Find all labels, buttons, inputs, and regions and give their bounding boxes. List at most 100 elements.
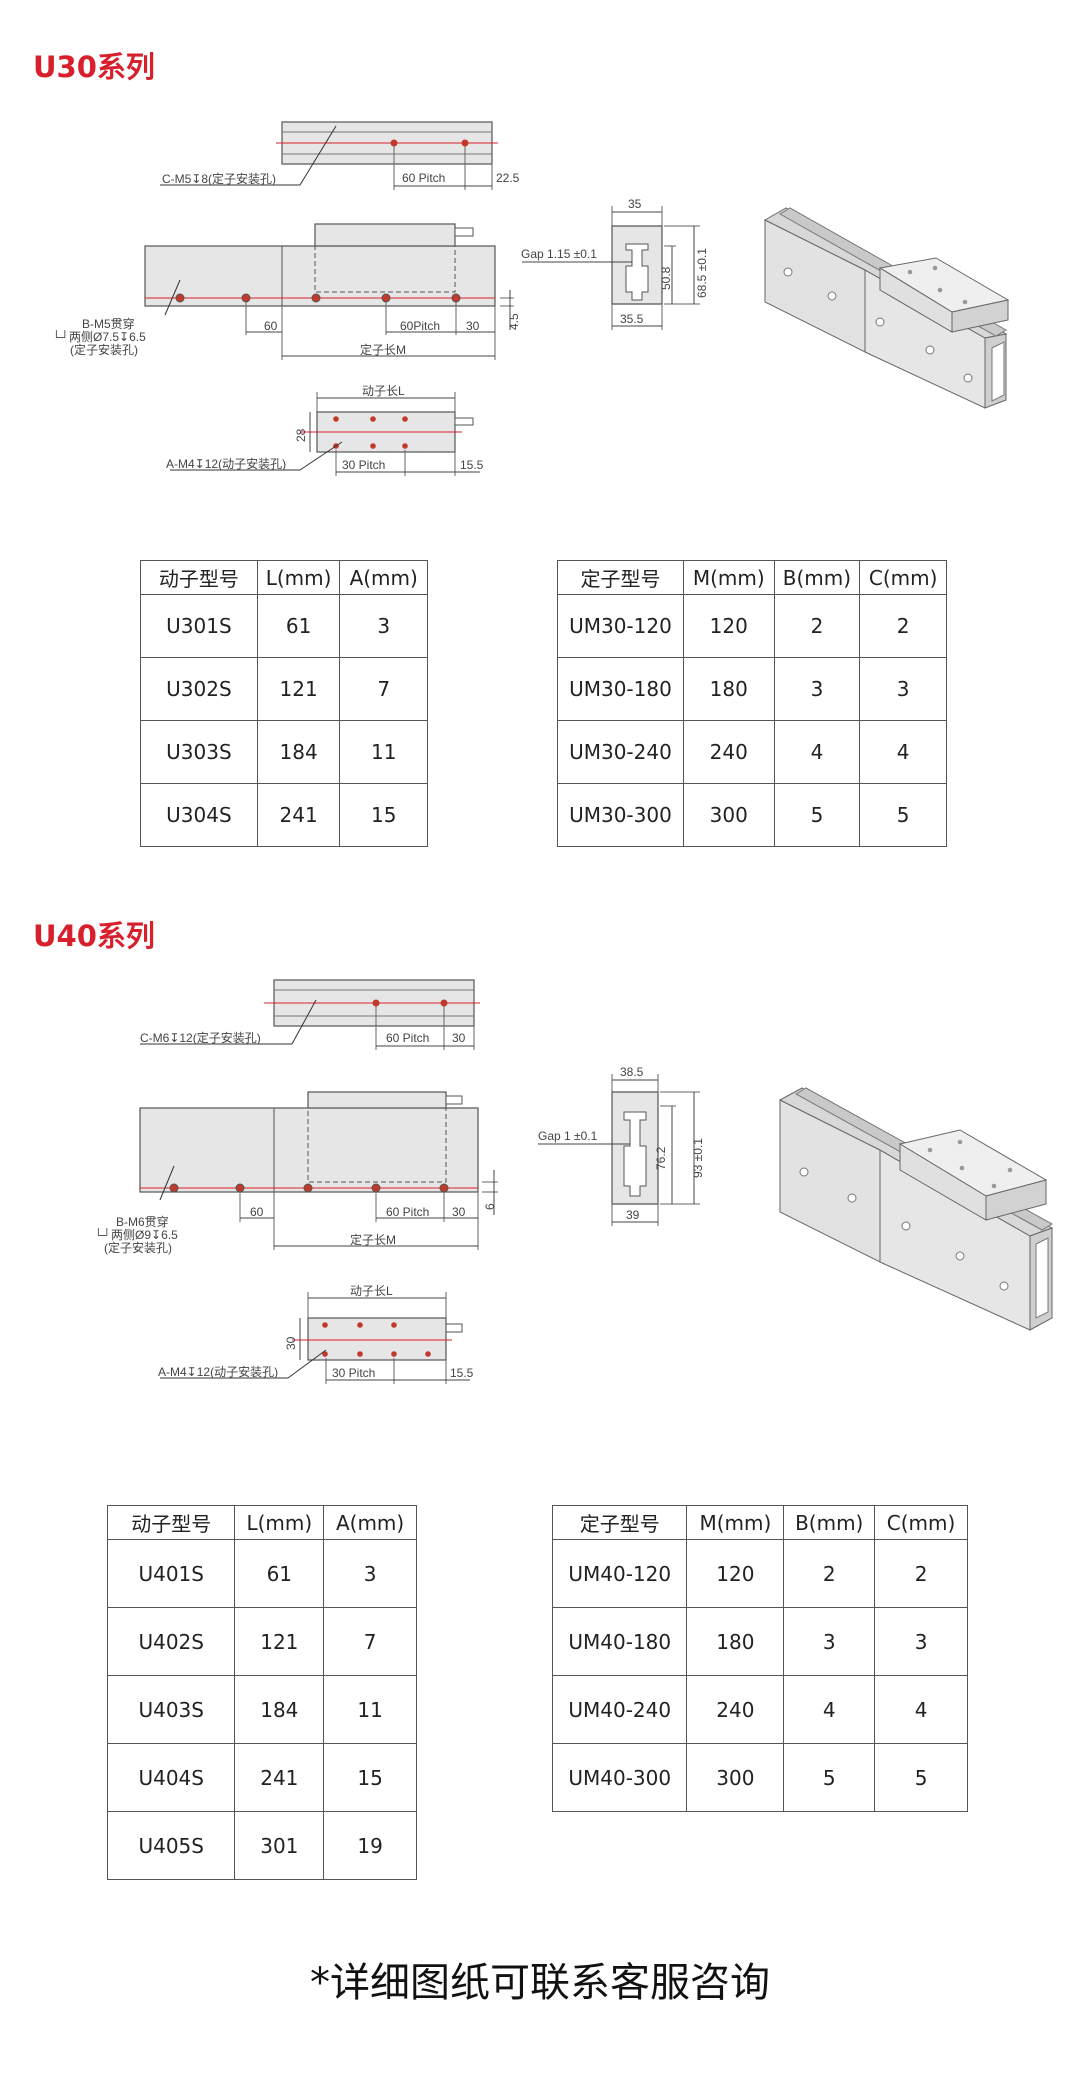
table-cell: 184	[256, 720, 341, 784]
u30-section-width-bot: 35.5	[620, 312, 644, 326]
table-row: UM40-300 300 5 5	[551, 1743, 968, 1812]
table-cell: 3	[783, 1607, 876, 1676]
table-cell: 7	[339, 657, 428, 721]
u30-mover-pitch: 30 Pitch	[342, 458, 385, 472]
table-header-cell: B(mm)	[773, 560, 861, 595]
u30-gap-label: Gap 1.15 ±0.1	[521, 247, 597, 261]
table-header-cell: L(mm)	[256, 560, 341, 595]
table-cell: UM40-240	[551, 1675, 688, 1744]
table-cell: UM30-240	[557, 720, 684, 784]
table-cell: 2	[783, 1539, 876, 1608]
table-cell: 4	[783, 1675, 876, 1744]
u40-a-hole-label: A-M4↧12(动子安装孔)	[158, 1364, 278, 1379]
table-cell: 3	[323, 1539, 417, 1608]
table-cell: 19	[323, 1811, 417, 1880]
table-cell: 5	[783, 1743, 876, 1812]
table-header-cell: 动子型号	[140, 560, 258, 595]
table-cell: 120	[686, 1539, 785, 1608]
u40-section-title: U40系列	[33, 919, 155, 953]
u40-section-width-bot: 39	[626, 1208, 640, 1222]
table-cell: 300	[686, 1743, 785, 1812]
table-header-row: 定子型号 M(mm) B(mm) C(mm)	[551, 1505, 968, 1540]
u30-a-hole-label: A-M4↧12(动子安装孔)	[166, 456, 286, 471]
u40-mid-pitch: 60 Pitch	[386, 1205, 429, 1219]
table-cell: U301S	[140, 594, 258, 658]
table-cell: U405S	[106, 1811, 236, 1880]
table-row: U301S 61 3	[140, 594, 428, 658]
u30-top-end: 22.5	[496, 171, 520, 185]
table-cell: 180	[686, 1607, 785, 1676]
u40-first-spacing: 60	[250, 1205, 264, 1219]
table-header-cell: M(mm)	[686, 1505, 785, 1540]
table-cell: 300	[682, 783, 775, 847]
u30-section-h2: 68.5 ±0.1	[695, 248, 709, 298]
u30-section-title: U30系列	[33, 50, 155, 84]
u30-mover-view	[170, 392, 480, 476]
table-cell: U401S	[106, 1539, 236, 1608]
u30-3d-render	[763, 207, 1010, 409]
table-header-cell: L(mm)	[234, 1505, 325, 1540]
table-cell: U402S	[106, 1607, 236, 1676]
table-header-cell: C(mm)	[859, 560, 947, 595]
table-row: U401S 61 3	[106, 1539, 417, 1608]
u40-top-end: 30	[452, 1031, 466, 1045]
u30-section-h1: 50.8	[659, 266, 673, 290]
u40-mid-end: 30	[452, 1205, 466, 1219]
table-cell: UM40-120	[551, 1539, 688, 1608]
table-cell: 5	[874, 1743, 968, 1812]
u40-mover-view	[160, 1292, 470, 1384]
u30-stator-table: 定子型号 M(mm) B(mm) C(mm) UM30-120 120 2 2 …	[557, 560, 947, 847]
u40-mid-height: 6	[483, 1203, 497, 1210]
table-cell: 4	[859, 720, 947, 784]
u30-mover-table: 动子型号 L(mm) A(mm) U301S 61 3 U302S 121 7 …	[140, 560, 428, 847]
table-row: UM30-180 180 3 3	[557, 657, 947, 721]
table-cell: 3	[773, 657, 861, 721]
table-cell: UM30-300	[557, 783, 684, 847]
u30-top-pitch: 60 Pitch	[402, 171, 445, 185]
table-cell: 61	[234, 1539, 325, 1608]
table-cell: 7	[323, 1607, 417, 1676]
u40-stator-length: 定子长M	[350, 1232, 396, 1247]
u30-mid-end: 30	[466, 319, 480, 333]
table-cell: 2	[874, 1539, 968, 1608]
u40-mover-end: 15.5	[450, 1366, 474, 1380]
table-cell: UM30-180	[557, 657, 684, 721]
table-row: U303S 184 11	[140, 720, 428, 784]
table-cell: 241	[234, 1743, 325, 1812]
u40-b-hole-line1: B-M6贯穿	[116, 1214, 169, 1229]
table-cell: 5	[859, 783, 947, 847]
u30-section-width-top: 35	[628, 197, 642, 211]
table-cell: 11	[323, 1675, 417, 1744]
u30-c-hole-label: C-M5↧8(定子安装孔)	[162, 171, 276, 186]
u40-b-hole-line3: (定子安装孔)	[104, 1240, 172, 1255]
table-cell: 301	[234, 1811, 325, 1880]
table-row: U404S 241 15	[106, 1743, 417, 1812]
table-cell: UM40-180	[551, 1607, 688, 1676]
u30-mid-height: 4.5	[507, 313, 521, 330]
table-cell: U302S	[140, 657, 258, 721]
u40-b-hole-line2: └┘两侧Ø9↧6.5	[94, 1228, 178, 1242]
u30-b-hole-line2: └┘两侧Ø7.5↧6.5	[52, 330, 146, 344]
u30-mover-length: 动子长L	[362, 384, 405, 398]
table-row: UM30-240 240 4 4	[557, 720, 947, 784]
u30-b-hole-line3: (定子安装孔)	[70, 342, 138, 357]
table-cell: 2	[859, 594, 947, 658]
table-cell: 11	[339, 720, 428, 784]
table-cell: 121	[256, 657, 341, 721]
u30-stator-length: 定子长M	[360, 342, 406, 357]
table-cell: U403S	[106, 1675, 236, 1744]
table-header-cell: A(mm)	[339, 560, 428, 595]
u40-stator-table: 定子型号 M(mm) B(mm) C(mm) UM40-120 120 2 2 …	[551, 1505, 968, 1812]
table-header-cell: B(mm)	[783, 1505, 876, 1540]
table-cell: 240	[686, 1675, 785, 1744]
u30-b-hole-line1: B-M5贯穿	[82, 316, 135, 331]
table-header-cell: M(mm)	[682, 560, 775, 595]
table-cell: 4	[874, 1675, 968, 1744]
table-cell: U303S	[140, 720, 258, 784]
u40-section-h2: 93 ±0.1	[691, 1138, 705, 1178]
u30-top-view	[160, 121, 498, 190]
table-header-cell: 动子型号	[106, 1505, 236, 1540]
table-cell: 61	[256, 594, 341, 658]
u40-top-view	[140, 979, 480, 1050]
